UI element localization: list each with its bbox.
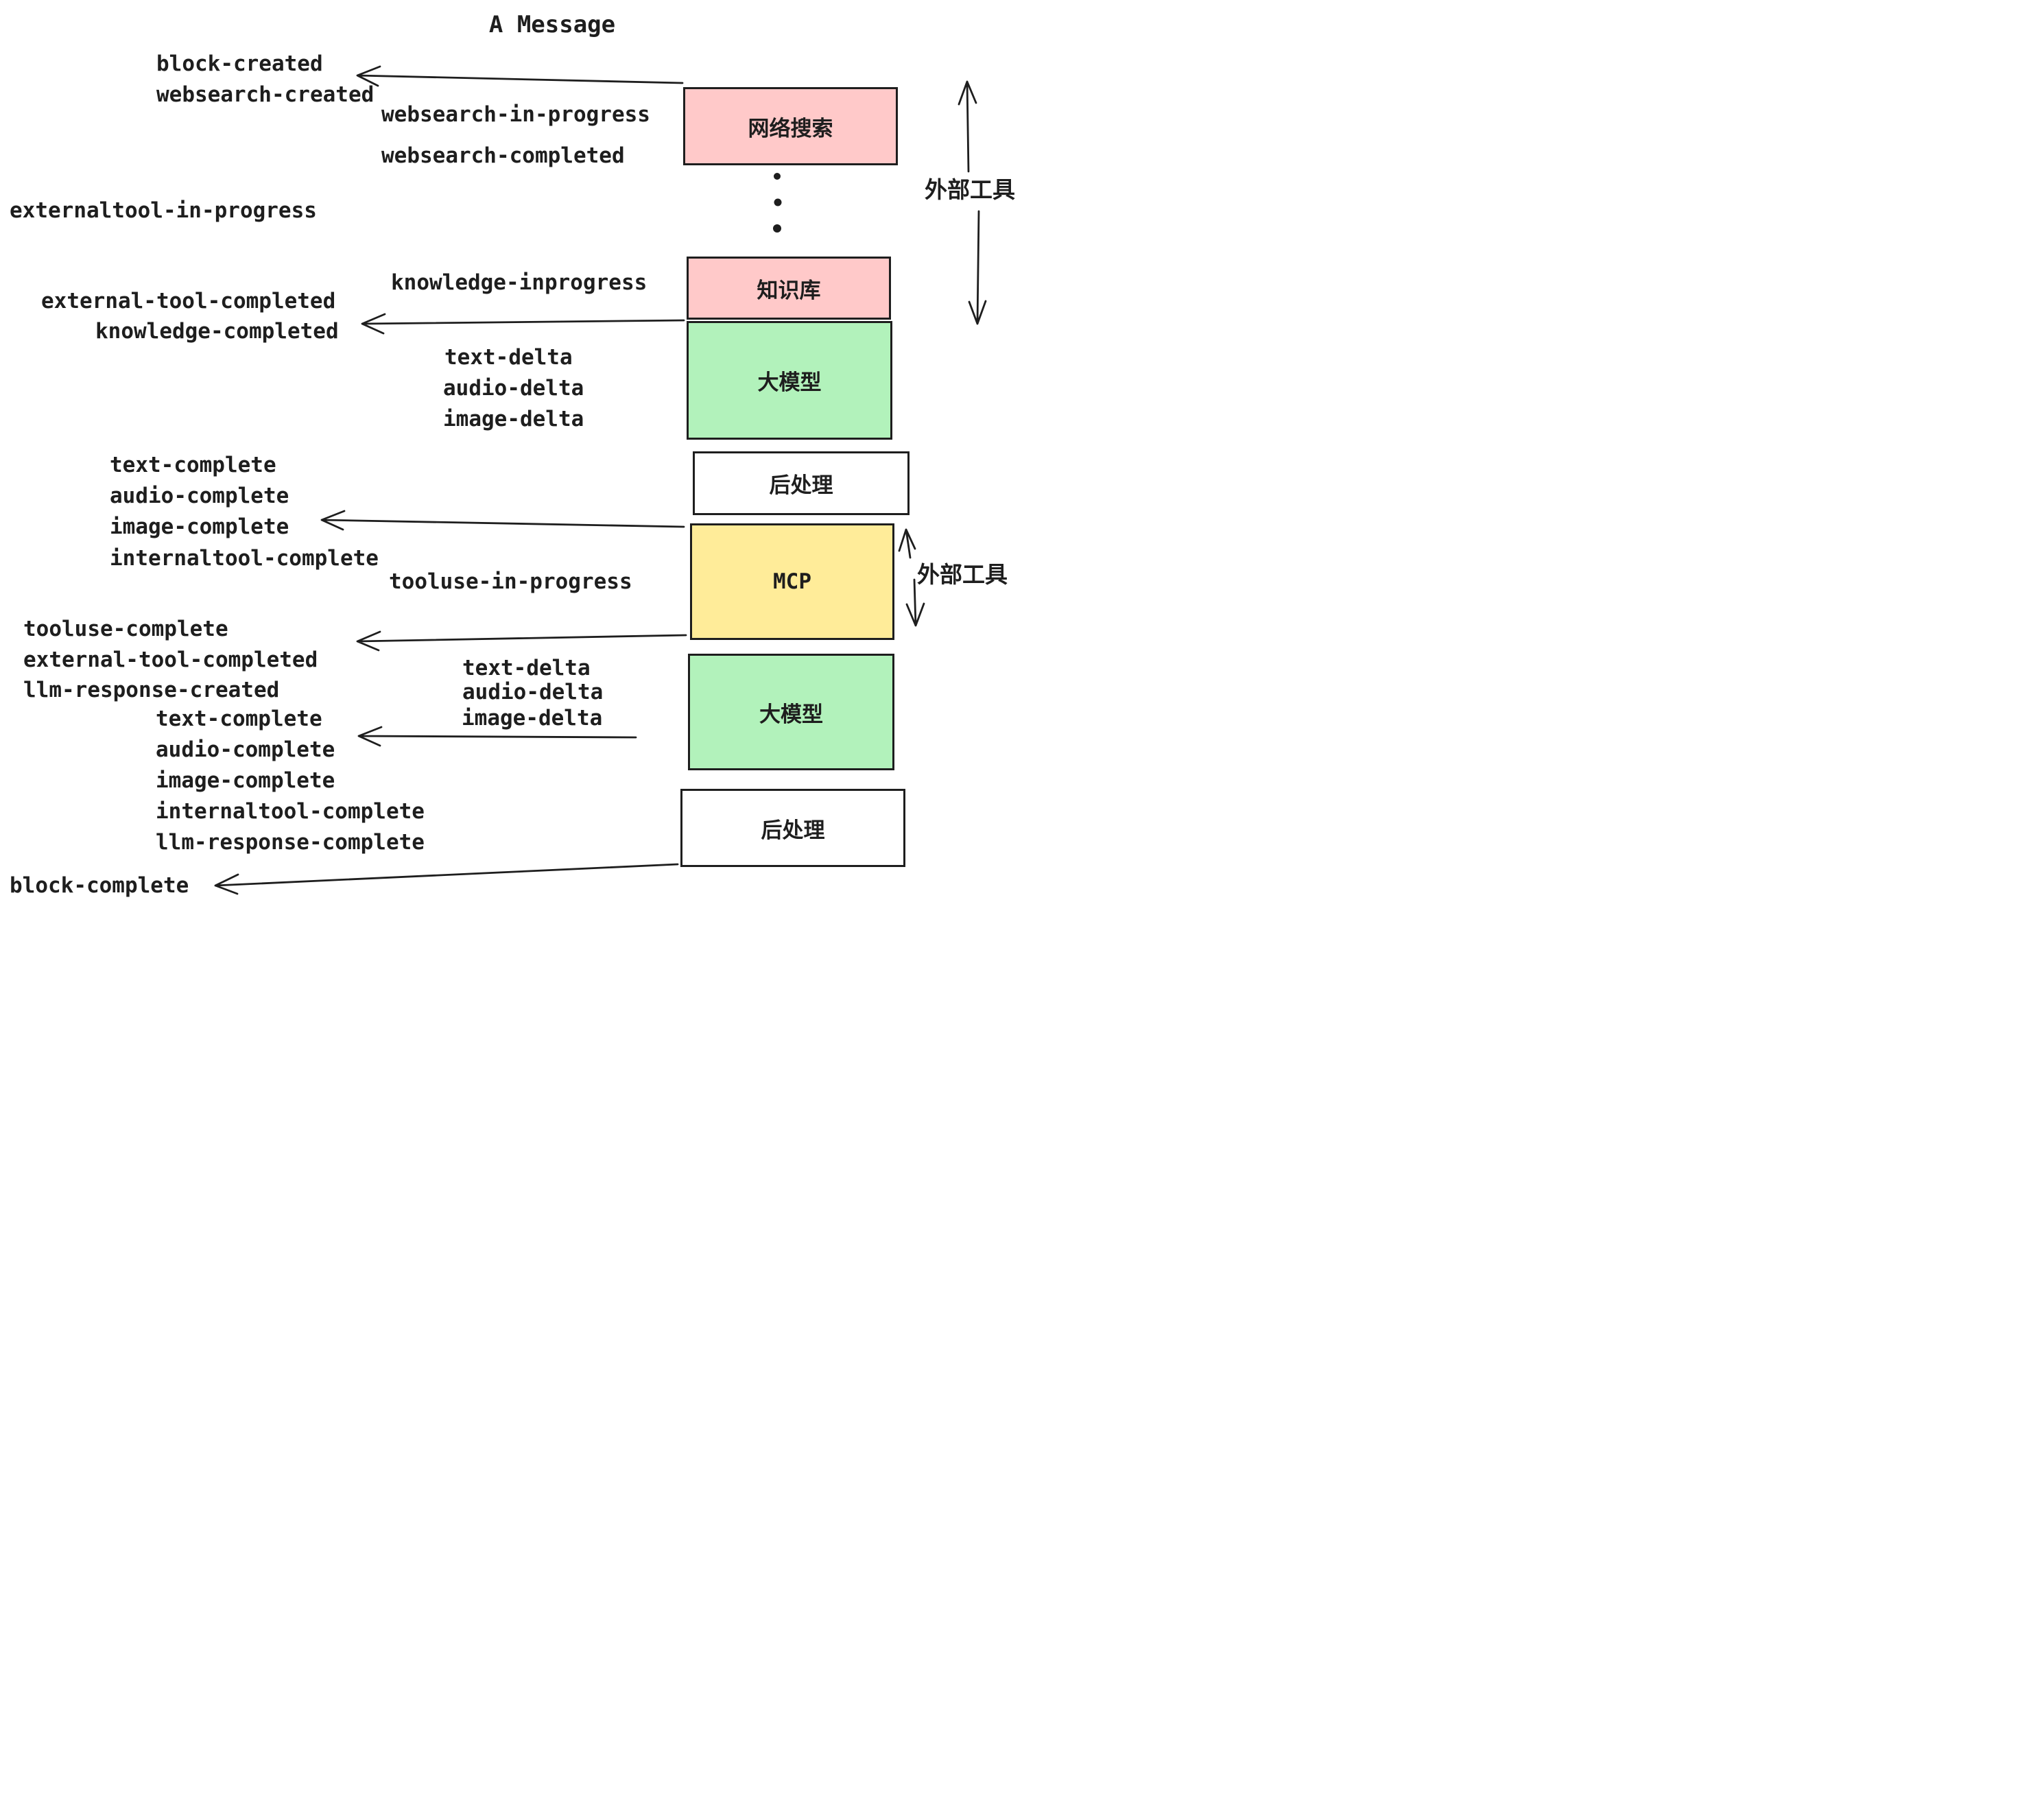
diagram-title: A Message [488,11,616,38]
event-block-created: block-created [156,51,323,76]
event-websearch-created: websearch-created [156,82,375,107]
event-llm-response-complete: llm-response-complete [156,830,425,855]
event-tooluse-complete: tooluse-complete [23,617,228,641]
event-tooluse-in-progress: tooluse-in-progress [389,569,632,594]
event-text-complete-1: text-complete [110,453,276,477]
event-knowledge-inprogress: knowledge-inprogress [391,270,647,295]
event-internaltool-complete-2: internaltool-complete [156,799,425,824]
node-llm-2: 大模型 [688,654,894,770]
node-postprocess-1-label: 后处理 [769,473,833,498]
node-mcp: MCP [690,523,894,640]
external-tool-span-arrow-top-up [958,80,977,173]
arrow-block-complete [214,863,679,895]
event-external-tool-completed-2: external-tool-completed [23,648,318,672]
node-postprocess-1: 后处理 [693,451,910,515]
arrow-image-complete [320,510,685,531]
event-image-complete-1: image-complete [110,514,289,539]
external-tool-span-arrow-top-down [968,210,987,325]
node-knowledge-base: 知识库 [687,257,891,320]
arrow-block-created [356,65,684,87]
event-audio-complete-2: audio-complete [156,737,335,762]
side-label-external-tool-top: 外部工具 [925,176,1015,203]
sequence-diagram: A Message block-created websearch-create… [0,0,1022,902]
event-internaltool-complete-1: internaltool-complete [110,546,379,571]
event-websearch-completed: websearch-completed [381,143,625,168]
event-externaltool-in-progress: externaltool-in-progress [10,198,317,223]
arrow-knowledge-completed [361,313,685,335]
event-knowledge-completed: knowledge-completed [95,319,339,344]
ellipsis-dot-2 [774,198,782,206]
event-audio-delta-2: audio-delta [462,680,604,704]
event-audio-complete-1: audio-complete [110,484,289,508]
event-websearch-in-progress: websearch-in-progress [381,102,650,127]
node-mcp-label: MCP [773,569,811,594]
node-llm-1: 大模型 [687,321,892,440]
event-text-delta-1: text-delta [444,345,573,370]
node-llm-2-label: 大模型 [759,702,823,727]
ellipsis-dot-3 [773,224,781,233]
node-websearch: 网络搜索 [683,87,898,165]
node-postprocess-2: 后处理 [680,789,905,867]
external-tool-span-arrow-bottom-up [898,528,916,559]
node-websearch-label: 网络搜索 [748,116,833,141]
event-text-delta-2: text-delta [462,656,591,680]
ellipsis-dots [773,173,782,233]
arrow-tooluse-complete [356,630,687,652]
side-label-external-tool-bottom: 外部工具 [917,561,1008,588]
event-image-delta-2: image-delta [462,706,603,731]
event-block-complete: block-complete [10,873,189,898]
node-postprocess-2-label: 后处理 [761,818,825,843]
event-text-complete-2: text-complete [156,707,322,731]
event-llm-response-created: llm-response-created [23,678,280,702]
event-image-complete-2: image-complete [156,768,335,793]
event-audio-delta-1: audio-delta [443,376,584,401]
node-llm-1-label: 大模型 [757,370,822,395]
node-knowledge-base-label: 知识库 [757,278,821,303]
event-image-delta-1: image-delta [443,407,584,431]
ellipsis-dot-1 [774,173,781,180]
event-external-tool-completed-1: external-tool-completed [41,289,336,313]
